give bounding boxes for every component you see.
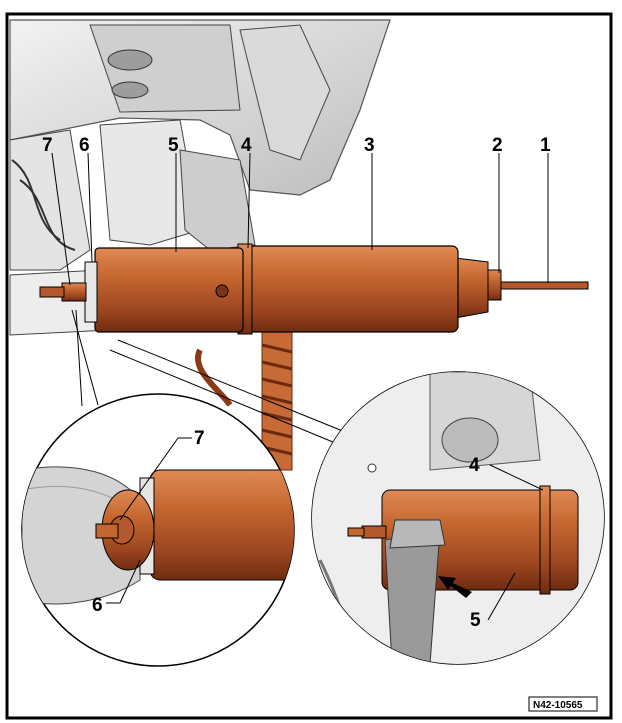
detail-leaders	[71, 309, 356, 448]
washer	[84, 261, 98, 323]
detail-view-left	[21, 393, 295, 667]
callout-leaders	[51, 152, 549, 286]
callout-2: 2	[492, 135, 503, 156]
detail-left-callout-7: 7	[194, 428, 205, 449]
callout-3: 3	[364, 135, 375, 156]
callout-7: 7	[42, 135, 53, 156]
detail-left-callout-6: 6	[92, 595, 103, 616]
detail-right-callout-4: 4	[469, 455, 480, 476]
spindle	[497, 281, 589, 290]
reference-code-box	[528, 696, 598, 712]
vehicle-structure	[9, 19, 391, 336]
reference-code: N42-10565	[533, 700, 583, 711]
callout-4: 4	[241, 135, 252, 156]
callout-6: 6	[79, 135, 90, 156]
callout-5: 5	[168, 135, 179, 156]
callout-1: 1	[540, 135, 551, 156]
detail-right-callout-5: 5	[470, 610, 481, 631]
special-tool	[39, 243, 589, 335]
detail-view-right	[311, 371, 605, 665]
nut-small	[61, 282, 87, 302]
tool-body	[247, 245, 459, 333]
spring-coil	[195, 329, 293, 471]
